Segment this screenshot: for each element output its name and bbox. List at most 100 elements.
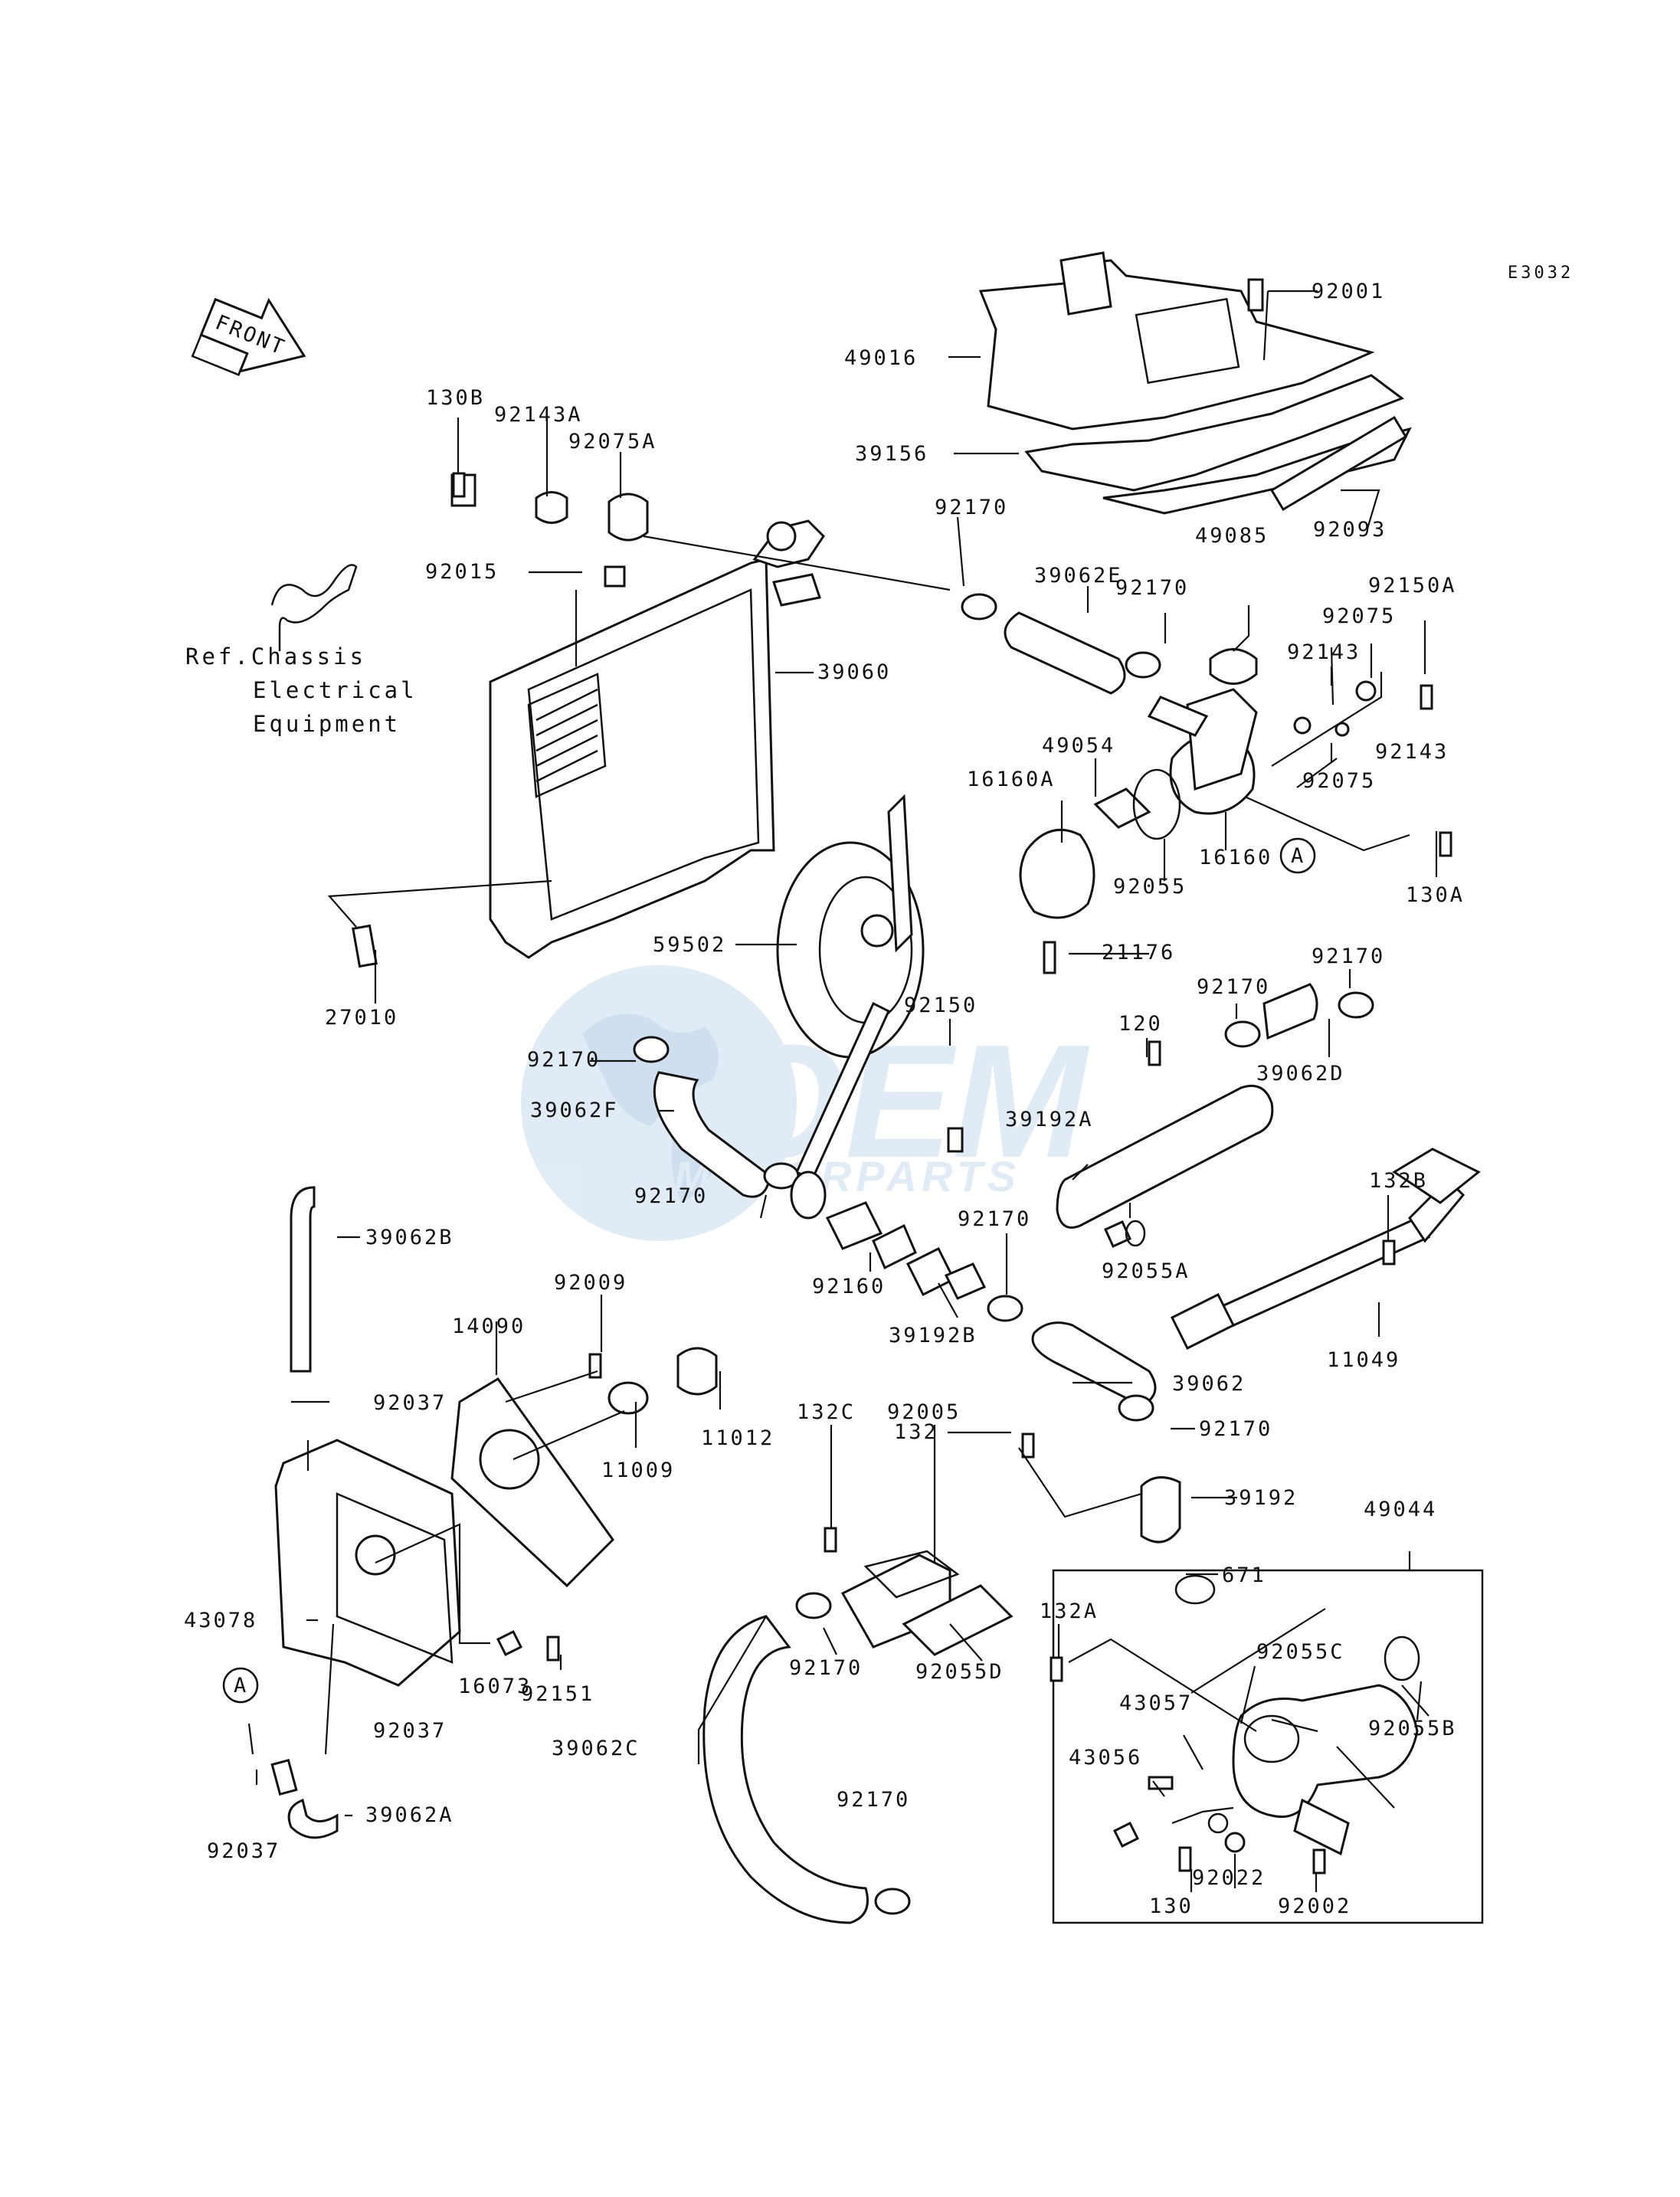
pipe-39192 <box>1140 1476 1181 1544</box>
bolt-92001-shape <box>1247 278 1264 312</box>
ref-note-line-1: Ref.Chassis <box>185 643 366 670</box>
part-label-39192B: 39192B <box>889 1324 978 1347</box>
part-label-92160: 92160 <box>812 1275 886 1298</box>
part-label-92055D: 92055D <box>915 1660 1004 1684</box>
part-label-39062B: 39062B <box>365 1226 454 1249</box>
hose-39062D <box>1262 983 1318 1040</box>
part-label-120: 120 <box>1118 1012 1163 1036</box>
part-label-49016: 49016 <box>844 346 918 370</box>
watermark-brand: OEM <box>720 1011 1089 1191</box>
part-shapes <box>270 251 1484 1924</box>
pipe-39192B <box>905 1246 956 1297</box>
part-label-39062: 39062 <box>1172 1372 1246 1396</box>
part-label-14090: 14090 <box>452 1315 526 1338</box>
part-label-130B: 130B <box>426 386 485 410</box>
part-label-132C: 132C <box>797 1400 856 1424</box>
part-label-49044: 49044 <box>1364 1498 1437 1521</box>
callout-a-circle-2 <box>222 1667 259 1704</box>
part-label-92170-j: 92170 <box>837 1788 910 1812</box>
water-pump <box>1232 1684 1419 1819</box>
part-label-92170-c: 92170 <box>1312 945 1385 968</box>
ref-chassis-note: Ref.Chassis Electrical Equipment <box>185 564 414 737</box>
part-label-16160A: 16160A <box>967 768 1056 791</box>
part-label-132B: 132B <box>1369 1169 1428 1193</box>
part-label-39192A: 39192A <box>1005 1108 1094 1131</box>
part-label-92150: 92150 <box>904 994 978 1017</box>
part-label-92143A: 92143A <box>494 403 583 427</box>
part-label-11012: 11012 <box>701 1426 775 1450</box>
part-labels: 92001 49016 39156 92093 130B 92143A 9207… <box>184 280 1465 1918</box>
part-label-49085: 49085 <box>1195 524 1269 548</box>
part-label-49054: 49054 <box>1042 734 1115 758</box>
hose-39062A <box>287 1798 339 1839</box>
part-label-671: 671 <box>1222 1563 1266 1587</box>
hose-39062F <box>653 1071 771 1198</box>
part-label-43056: 43056 <box>1069 1746 1142 1770</box>
part-label-39062A: 39062A <box>365 1803 454 1827</box>
part-label-39156: 39156 <box>855 442 928 466</box>
ref-note-line-3: Equipment <box>253 711 401 737</box>
part-label-132: 132 <box>894 1420 938 1444</box>
pipe-39192A <box>1056 1085 1274 1229</box>
part-label-92170-f: 92170 <box>634 1184 708 1208</box>
part-label-92009: 92009 <box>554 1271 627 1295</box>
part-label-39060: 39060 <box>817 660 891 684</box>
part-label-92170-h: 92170 <box>1199 1417 1272 1441</box>
part-label-92055A: 92055A <box>1102 1259 1190 1283</box>
part-label-92170-i: 92170 <box>789 1656 863 1680</box>
part-label-92005: 92005 <box>887 1400 961 1424</box>
trim-strip <box>1269 415 1408 512</box>
joint-92160 <box>825 1201 883 1250</box>
part-label-92022: 92022 <box>1192 1866 1266 1890</box>
part-label-92075A: 92075A <box>568 430 657 453</box>
part-label-92037-b: 92037 <box>373 1719 447 1743</box>
front-arrow: FRONT <box>191 297 306 376</box>
part-label-92170-e: 92170 <box>527 1048 601 1072</box>
part-label-59502: 59502 <box>653 933 726 957</box>
callout-a-2: A <box>234 1674 248 1698</box>
part-label-92151: 92151 <box>521 1682 594 1706</box>
part-label-92170-d: 92170 <box>1197 975 1270 999</box>
part-label-92075-a: 92075 <box>1322 604 1396 628</box>
hose-39062E <box>1004 611 1126 695</box>
part-label-39062C: 39062C <box>552 1737 640 1760</box>
part-label-92002: 92002 <box>1278 1894 1351 1918</box>
part-label-27010: 27010 <box>325 1006 398 1030</box>
part-label-92037-a: 92037 <box>373 1391 447 1415</box>
part-label-39062F: 39062F <box>530 1098 619 1122</box>
part-label-92015: 92015 <box>425 560 499 584</box>
part-label-92001: 92001 <box>1312 280 1385 303</box>
part-label-92170-g: 92170 <box>958 1207 1031 1231</box>
part-label-130A: 130A <box>1406 883 1465 907</box>
bracket-plate <box>1024 374 1405 492</box>
part-label-16073: 16073 <box>458 1675 532 1698</box>
part-label-11049: 11049 <box>1327 1348 1400 1372</box>
part-label-39062E: 39062E <box>1034 564 1123 588</box>
diagram-code: E3032 <box>1508 264 1574 283</box>
part-label-92143-a: 92143 <box>1287 640 1361 664</box>
part-label-130: 130 <box>1149 1894 1194 1918</box>
cover-14090 <box>450 1377 614 1588</box>
part-label-11009: 11009 <box>601 1459 675 1482</box>
part-label-39192: 39192 <box>1224 1486 1298 1510</box>
part-label-92150A: 92150A <box>1368 574 1457 598</box>
part-label-92170-b: 92170 <box>1115 576 1189 600</box>
part-label-92037-c: 92037 <box>207 1839 280 1863</box>
callout-a-1: A <box>1291 844 1305 868</box>
part-label-92055: 92055 <box>1113 875 1187 899</box>
part-label-43057: 43057 <box>1119 1691 1193 1715</box>
part-label-43078: 43078 <box>184 1609 257 1632</box>
leader-lines <box>247 290 1438 1892</box>
part-label-92093: 92093 <box>1313 518 1387 542</box>
part-label-92170-a: 92170 <box>935 496 1008 519</box>
hose-39062 <box>1031 1321 1157 1407</box>
watermark: OEM MOTORPARTS <box>521 965 1089 1241</box>
hose-39062B <box>290 1186 316 1373</box>
water-pump-box <box>1052 1569 1484 1924</box>
part-label-39062D: 39062D <box>1256 1062 1345 1085</box>
part-label-92143-b: 92143 <box>1375 740 1449 764</box>
callout-a-circle-1 <box>1279 837 1316 874</box>
part-label-132A: 132A <box>1040 1599 1099 1623</box>
part-label-16160: 16160 <box>1199 846 1272 869</box>
part-label-92055C: 92055C <box>1256 1640 1345 1664</box>
